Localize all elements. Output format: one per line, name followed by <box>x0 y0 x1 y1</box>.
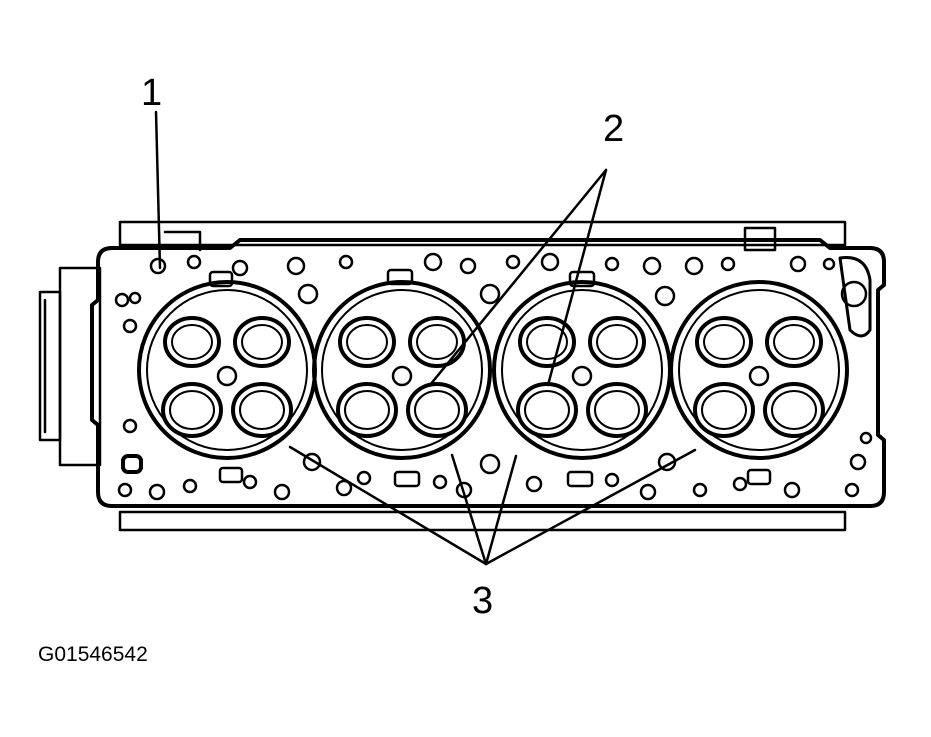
callout-1: 1 <box>141 72 163 114</box>
cylinder-ring-1 <box>137 280 317 460</box>
cylinder-ring-2 <box>312 280 492 460</box>
callout-3: 3 <box>472 580 494 622</box>
head-gasket-outline <box>90 238 886 508</box>
leader-line-3d <box>484 448 697 566</box>
cylinder-bores <box>137 280 849 460</box>
callout-2: 2 <box>603 108 625 150</box>
spark-plug-holes <box>216 365 770 387</box>
leader-line-3b <box>450 453 488 566</box>
leader-line-3c <box>484 454 518 566</box>
valve-ports <box>161 316 825 438</box>
figure-id: G01546542 <box>38 643 148 666</box>
leader-line-1 <box>154 110 162 270</box>
bolt-and-coolant-holes <box>114 252 873 501</box>
leader-line-2b <box>546 168 608 387</box>
leader-lines <box>154 110 697 566</box>
cylinder-ring-4 <box>669 280 849 460</box>
leader-line-3a <box>288 445 488 566</box>
cylinder-ring-3 <box>492 280 672 460</box>
leader-line-2a <box>428 168 608 387</box>
